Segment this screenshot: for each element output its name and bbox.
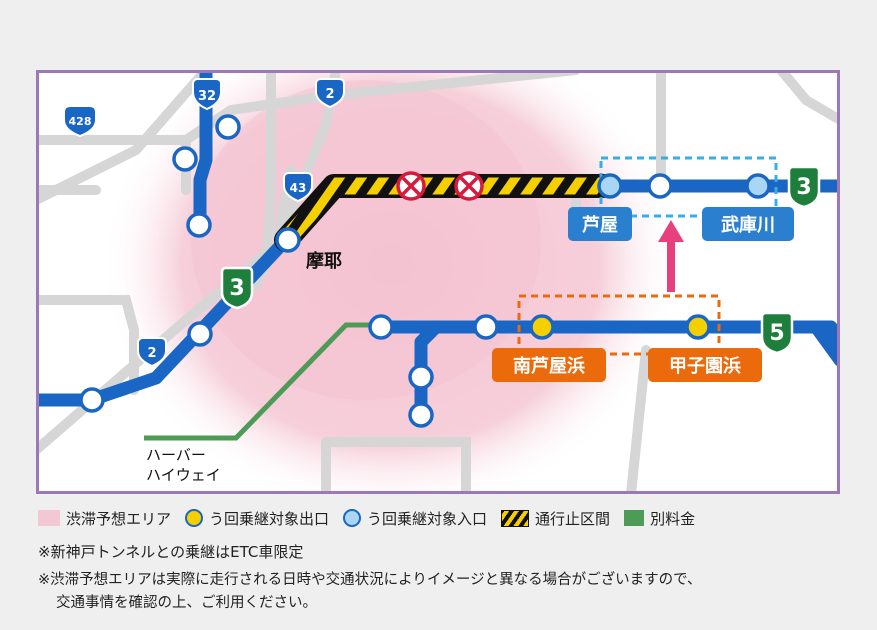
entrance-dot-ashiya (597, 173, 623, 199)
expressway-branch-south (414, 320, 443, 422)
expressway-route-32 (193, 70, 213, 229)
route-map: 428 2 43 2 32 3 3 5 (36, 70, 840, 494)
harbor-highway-line (144, 322, 381, 441)
separate-fare-swatch (624, 510, 645, 526)
congestion-swatch (38, 510, 60, 526)
transfer-arrow (658, 220, 684, 292)
entrance-dot-mukogawa (745, 173, 771, 199)
road-route-428 (36, 70, 211, 205)
station-label-mukogawa: 武庫川 (702, 207, 794, 241)
legend-closed-label: 通行止区間 (535, 509, 611, 528)
closed-hatch-icon (501, 509, 530, 527)
exit-group-box (517, 294, 721, 356)
legend: 渋滞予想エリア う回乗継対象出口 う回乗継対象入口 通行止区間 別料金 (38, 506, 858, 530)
expressway-badge-3-right: 3 (787, 165, 821, 209)
exit-dot-minami-ashiyahama (529, 314, 555, 340)
route-2-top-label: 2 (325, 87, 334, 102)
legend-entrance: う回乗継対象入口 (343, 508, 487, 529)
legend-separate-fare-label: 別料金 (650, 509, 696, 528)
closed-marker-2 (454, 171, 484, 201)
svg-text:甲子園浜: 甲子園浜 (669, 356, 741, 377)
maya-label: 摩耶 (306, 250, 342, 272)
harbor-highway-label-line1: ハーバー (146, 446, 206, 464)
expressway-badge-5: 5 (760, 311, 794, 355)
legend-exit: う回乗継対象出口 (185, 508, 329, 529)
entrance-dot-icon (343, 509, 362, 527)
legend-separate-fare: 別料金 (624, 508, 695, 529)
svg-text:南芦屋浜: 南芦屋浜 (513, 355, 585, 377)
svg-text:芦屋: 芦屋 (582, 214, 618, 236)
closed-marker-1 (396, 171, 426, 201)
route-2-left-label: 2 (147, 346, 156, 361)
note-congestion-line2: 交通事情を確認の上、ご利用ください。 (56, 595, 317, 611)
route-32-label: 32 (198, 89, 216, 104)
expressway-route-3-west (36, 233, 293, 407)
station-label-koshienhama: 甲子園浜 (648, 348, 762, 382)
legend-entrance-label: う回乗継対象入口 (367, 509, 488, 528)
note-etc: ※新神戸トンネルとの乗継はETC車限定 (38, 543, 304, 561)
note-congestion-line1: ※渋滞予想エリアは実際に走行される日時や交通状況によりイメージと異なる場合がござ… (38, 572, 702, 588)
route-badge-43: 43 (283, 172, 313, 203)
route-badge-2-left: 2 (137, 337, 167, 368)
interchange-dots (79, 114, 771, 428)
station-label-minami-ashiyahama: 南芦屋浜 (492, 348, 606, 382)
legend-congestion-label: 渋滞予想エリア (66, 509, 172, 528)
legend-closed: 通行止区間 (501, 508, 610, 529)
exit-dot-koshienhama (685, 314, 711, 340)
expressway-3-right-label: 3 (796, 175, 811, 200)
route-badge-2-top: 2 (315, 78, 345, 109)
map-frame (36, 70, 840, 494)
expressway-badge-3-left: 3 (220, 266, 254, 310)
map: 428 2 43 2 32 3 3 5 (36, 70, 840, 494)
route-badge-428: 428 (63, 105, 97, 138)
legend-congestion: 渋滞予想エリア (38, 508, 171, 529)
road-route-2-top (36, 70, 581, 145)
expressway-3-left-label: 3 (229, 276, 244, 301)
expressway-5-label: 5 (769, 321, 784, 346)
closed-section (274, 174, 616, 252)
svg-text:武庫川: 武庫川 (721, 214, 775, 236)
route-badge-32: 32 (192, 78, 222, 111)
route-428-label: 428 (69, 115, 92, 128)
station-label-ashiya: 芦屋 (568, 207, 632, 241)
exit-dot-icon (185, 509, 204, 527)
harbor-highway-label-line2: ハイウェイ (146, 466, 221, 484)
legend-exit-label: う回乗継対象出口 (209, 509, 330, 528)
route-43-label: 43 (290, 181, 307, 195)
